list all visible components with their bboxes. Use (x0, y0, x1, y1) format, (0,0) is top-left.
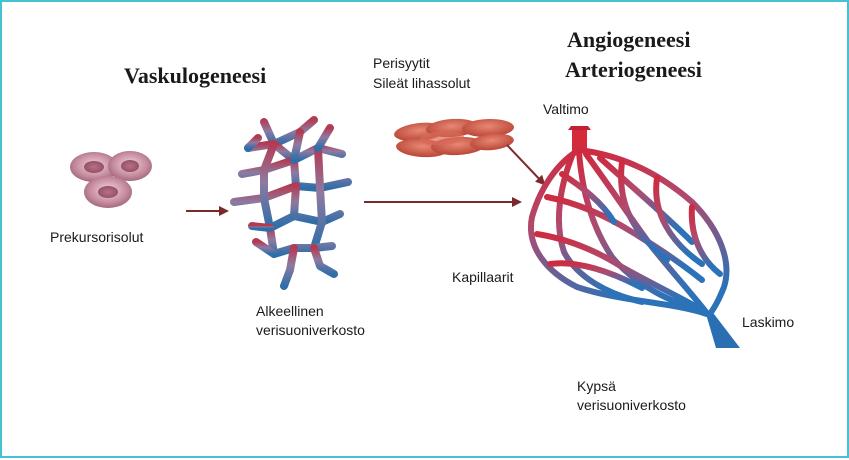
heading-arteriogenesis: Arteriogeneesi (565, 56, 702, 84)
heading-vasculogenesis: Vaskulogeneesi (124, 62, 266, 90)
precursor-cells-icon (70, 151, 152, 208)
label-precursor-cells: Prekursorisolut (50, 228, 143, 247)
label-artery: Valtimo (543, 100, 589, 119)
label-primitive-network: Alkeellinen verisuoniverkosto (256, 302, 365, 340)
arrow-smooth-muscle-to-mature (507, 145, 544, 184)
mature-vessel-network-icon (531, 126, 740, 348)
label-capillaries: Kapillaarit (452, 268, 513, 287)
label-mature-line1: Kypsä (577, 377, 686, 396)
label-primitive-line1: Alkeellinen (256, 302, 365, 321)
label-mature-line2: verisuoniverkosto (577, 396, 686, 415)
heading-angiogenesis: Angiogeneesi (567, 26, 690, 54)
label-vein: Laskimo (742, 313, 794, 332)
label-pericytes: Perisyytit (373, 54, 430, 73)
smooth-muscle-cells-icon (393, 117, 515, 159)
label-primitive-line2: verisuoniverkosto (256, 321, 365, 340)
label-mature-network: Kypsä verisuoniverkosto (577, 377, 686, 415)
primitive-network-icon (234, 120, 348, 286)
label-smooth-muscle: Sileät lihassolut (373, 74, 470, 93)
